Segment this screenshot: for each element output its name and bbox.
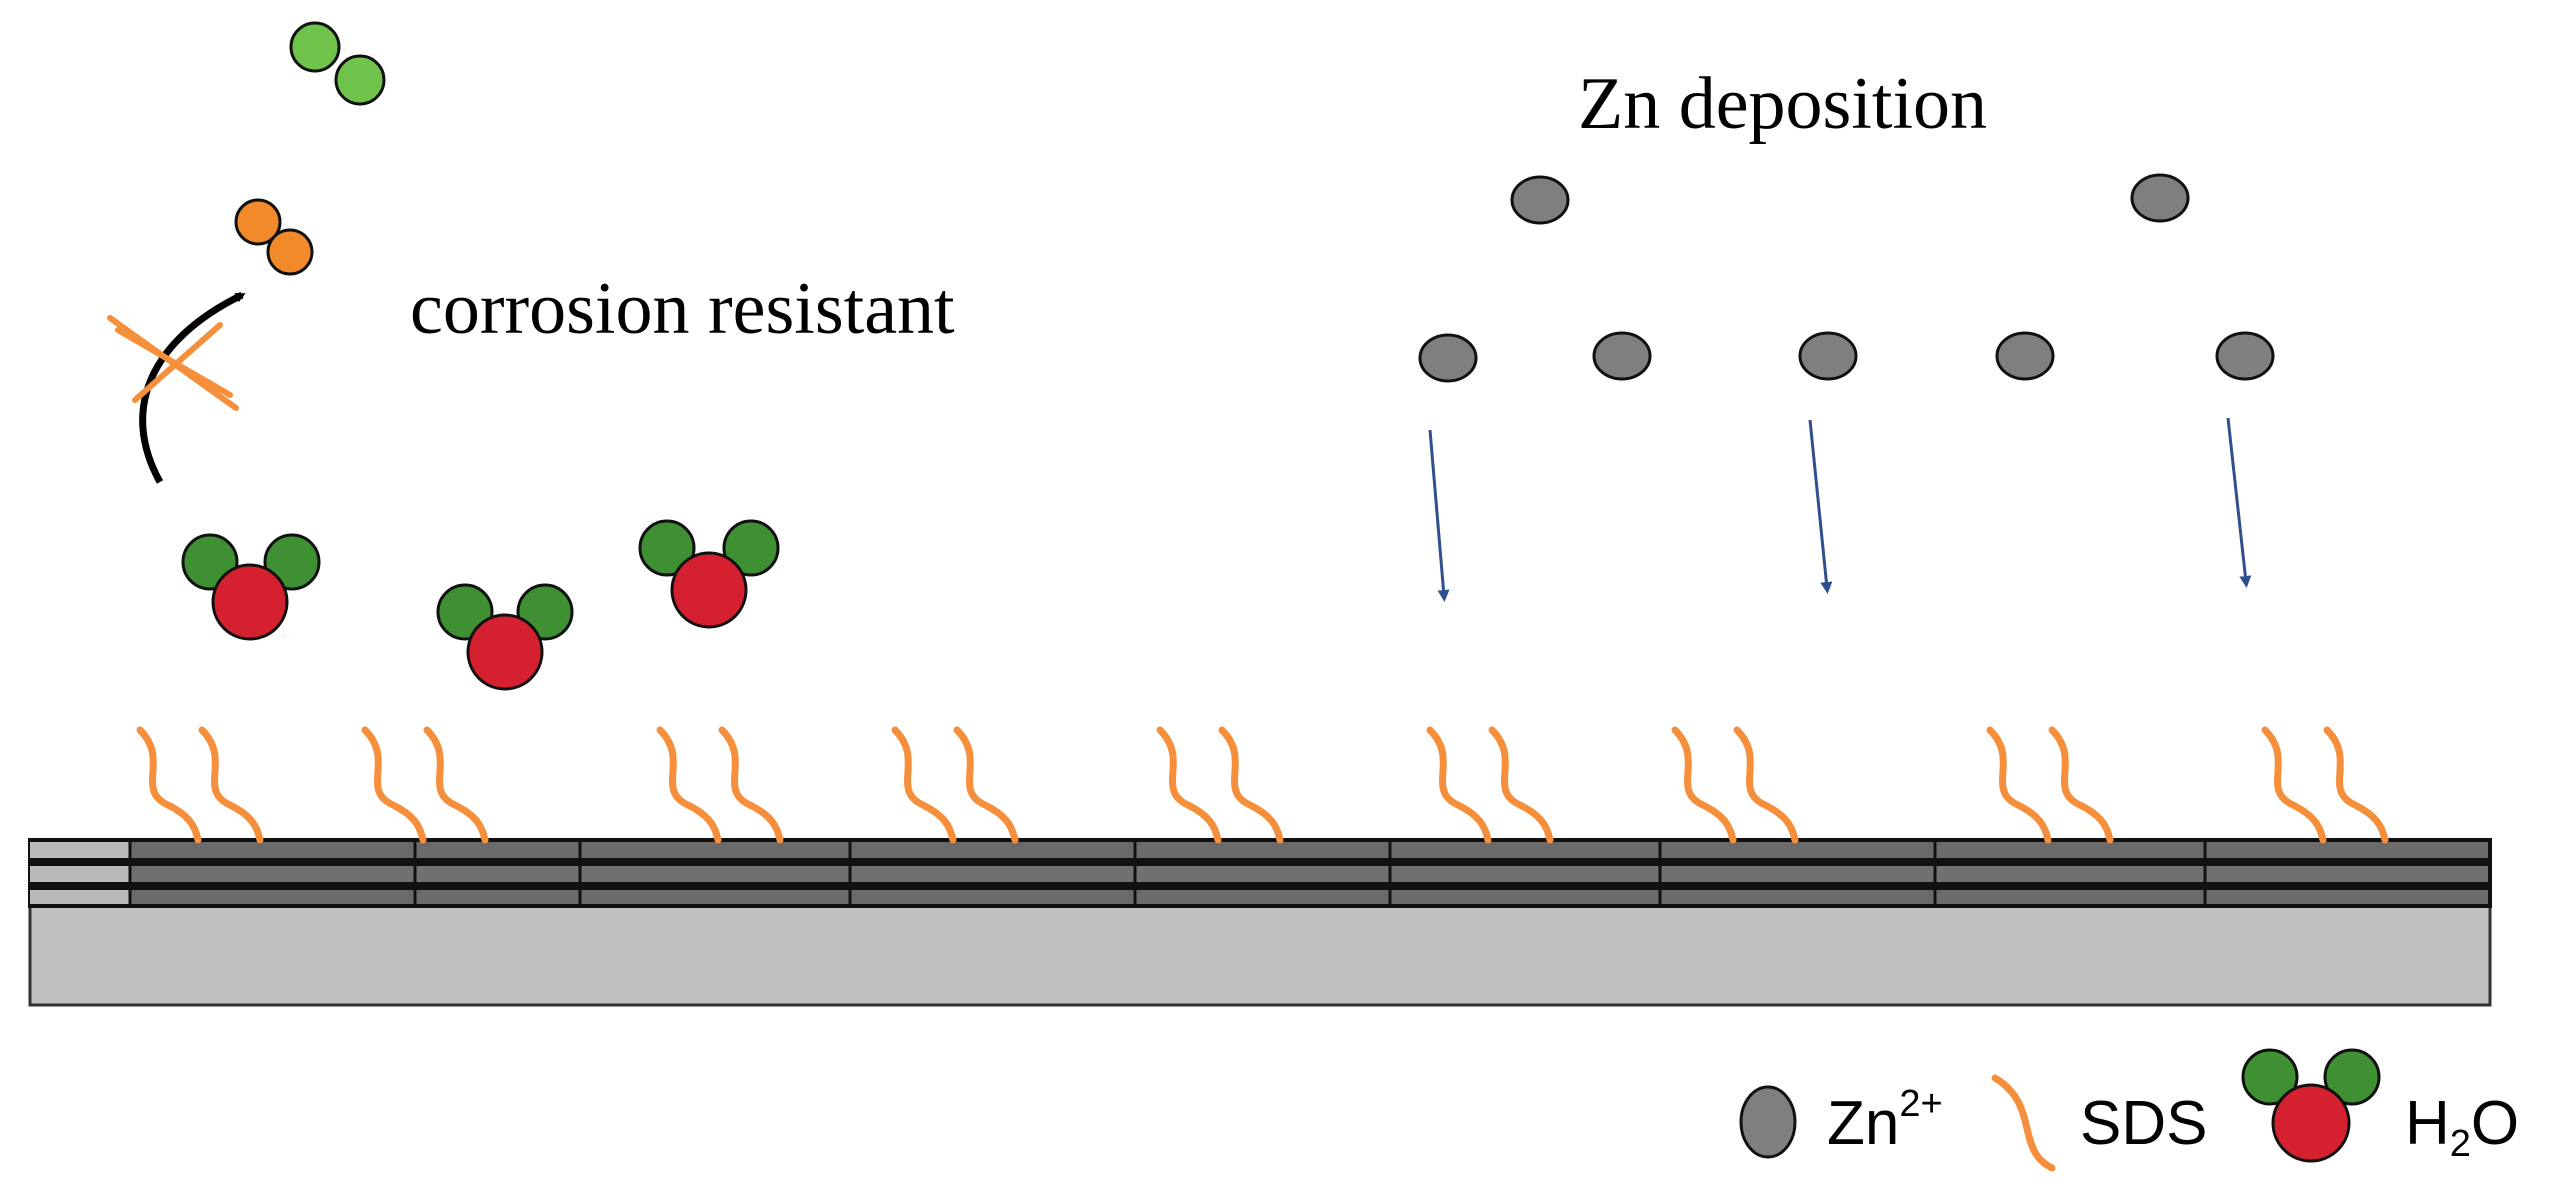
sds-chain	[136, 726, 202, 844]
sds-chain	[1218, 726, 1284, 844]
corrosion-label: corrosion resistant	[410, 268, 955, 350]
deposition-arrow	[2226, 417, 2252, 588]
sds-chain	[891, 726, 957, 844]
sds-chain	[198, 726, 264, 844]
substrate	[28, 903, 2492, 1007]
zinc-layer-1	[28, 838, 2492, 862]
deposition-arrow	[1808, 419, 1833, 594]
water-molecule	[436, 583, 574, 691]
zinc-electrode	[28, 838, 2492, 1007]
sds-adsorbed-layer	[136, 726, 2389, 844]
deposition-label: Zn deposition	[1578, 63, 1987, 145]
zn-ion	[1798, 331, 1858, 381]
legend-sds-icon	[1991, 1074, 2056, 1172]
sds-chain	[718, 726, 784, 844]
sds-chain	[2261, 726, 2327, 844]
sds-chain	[1488, 726, 1554, 844]
legend-sds-label: SDS	[2080, 1089, 2207, 1158]
orange-particle	[234, 198, 314, 276]
sds-chain	[423, 726, 489, 844]
deposition-arrow	[1428, 429, 1450, 602]
legend-water-icon	[2241, 1048, 2381, 1163]
sds-chain	[361, 726, 427, 844]
water-molecule	[638, 519, 780, 629]
legend: Zn2+ SDS H2O	[1739, 1048, 2519, 1172]
sds-chain	[656, 726, 722, 844]
sds-chain	[1733, 726, 1799, 844]
zn-ion	[1995, 331, 2055, 381]
zn-ion	[1418, 333, 1478, 383]
sds-chain	[1426, 726, 1492, 844]
zinc-layer-3	[28, 886, 2492, 908]
zn-ion	[2130, 173, 2190, 223]
legend-water-label: H2O	[2405, 1089, 2519, 1165]
sds-chain	[1986, 726, 2052, 844]
cross-icon	[107, 315, 239, 411]
zn-ion	[1592, 331, 1652, 381]
zn-ion	[2215, 331, 2275, 381]
zinc-layer-2	[28, 862, 2492, 886]
legend-zn-icon	[1739, 1085, 1797, 1159]
green-particle	[289, 21, 386, 106]
sds-chain	[2323, 726, 2389, 844]
curved-arrow-icon	[139, 291, 246, 484]
edge-block-3	[30, 890, 130, 904]
legend-zn-label: Zn2+	[1827, 1083, 1943, 1158]
edge-block-2	[30, 866, 130, 882]
sds-chain	[2048, 726, 2114, 844]
water-molecule	[181, 533, 321, 641]
sds-chain	[953, 726, 1019, 844]
zn-ion	[1510, 175, 1570, 225]
sds-chain	[1156, 726, 1222, 844]
sds-chain	[1671, 726, 1737, 844]
edge-block-1	[30, 842, 130, 858]
